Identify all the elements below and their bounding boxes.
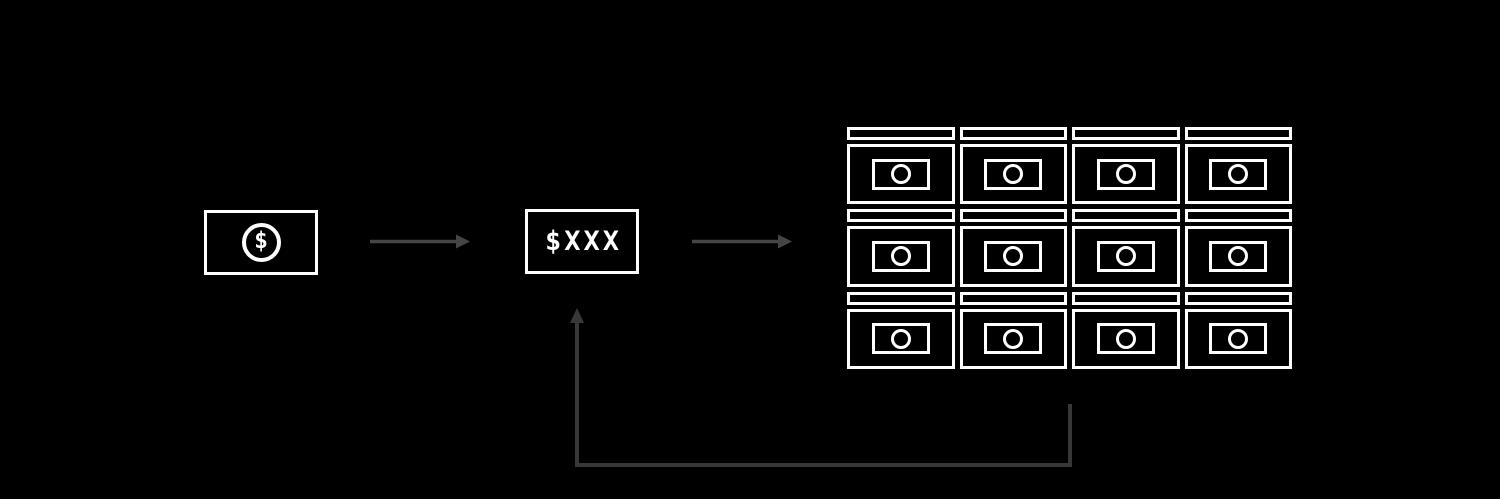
dollar-circle-icon: $	[241, 223, 281, 262]
bill-oval-icon	[1115, 246, 1136, 267]
bill-seal-frame	[1209, 323, 1268, 355]
money-stack-icon	[1184, 209, 1292, 287]
bill-oval-icon	[1228, 328, 1249, 349]
money-stack-icon	[1072, 291, 1180, 369]
bill-edge	[1072, 127, 1180, 140]
bill-seal-frame	[871, 158, 930, 190]
money-stack-icon	[847, 291, 955, 369]
bill-face	[847, 144, 955, 205]
bill-edge	[959, 127, 1067, 140]
price-label: $XXX	[544, 226, 623, 257]
bill-oval-icon	[1003, 246, 1024, 267]
bill-seal-frame	[1096, 323, 1155, 355]
bill-edge	[847, 127, 955, 140]
bill-oval-icon	[890, 328, 911, 349]
arrow-right-1-icon	[370, 234, 470, 249]
price-box: $XXX	[525, 209, 639, 274]
bill-seal-frame	[1209, 158, 1268, 190]
bill-face	[959, 226, 1067, 287]
bill-seal-frame	[984, 158, 1043, 190]
bill-face	[1184, 308, 1292, 369]
bill-face	[1184, 226, 1292, 287]
bill-face	[1184, 144, 1292, 205]
bill-edge	[1184, 209, 1292, 223]
bill-oval-icon	[890, 164, 911, 185]
bill-face	[959, 308, 1067, 369]
bill-edge	[847, 291, 955, 305]
bill-oval-icon	[1003, 328, 1024, 349]
money-stack-icon	[1072, 127, 1180, 205]
dollar-symbol: $	[254, 228, 268, 254]
bill-oval-icon	[890, 246, 911, 267]
bill-seal-frame	[984, 240, 1043, 272]
bill-seal-frame	[871, 323, 930, 355]
bill-seal-frame	[984, 323, 1043, 355]
bill-face	[1072, 308, 1180, 369]
feedback-arrow-icon	[570, 308, 1072, 467]
money-stack-icon	[1184, 291, 1292, 369]
bill-oval-icon	[1115, 328, 1136, 349]
bill-seal-frame	[1096, 240, 1155, 272]
bill-oval-icon	[1003, 164, 1024, 185]
bill-edge	[1184, 291, 1292, 305]
bill-seal-frame	[1096, 158, 1155, 190]
money-stack-icon	[959, 127, 1067, 205]
bill-oval-icon	[1228, 246, 1249, 267]
money-stack-grid	[847, 127, 1292, 369]
money-stack-icon	[847, 127, 955, 205]
bill-edge	[959, 209, 1067, 223]
bill-oval-icon	[1115, 164, 1136, 185]
bill-seal-frame	[1209, 240, 1268, 272]
arrow-right-2-icon	[692, 234, 792, 249]
bill-seal-frame	[871, 240, 930, 272]
bill-edge	[1072, 209, 1180, 223]
bill-edge	[1184, 127, 1292, 140]
bill-edge	[959, 291, 1067, 305]
money-stack-icon	[959, 209, 1067, 287]
bill-face	[847, 226, 955, 287]
money-stack-icon	[1184, 127, 1292, 205]
bill-face	[847, 308, 955, 369]
money-stack-icon	[1072, 209, 1180, 287]
bill-face	[1072, 226, 1180, 287]
bill-edge	[1072, 291, 1180, 305]
bill-face	[959, 144, 1067, 205]
bill-face	[1072, 144, 1180, 205]
bill-oval-icon	[1228, 164, 1249, 185]
dollar-bill-icon: $	[204, 210, 318, 275]
money-stack-icon	[959, 291, 1067, 369]
money-stack-icon	[847, 209, 955, 287]
bill-edge	[847, 209, 955, 223]
